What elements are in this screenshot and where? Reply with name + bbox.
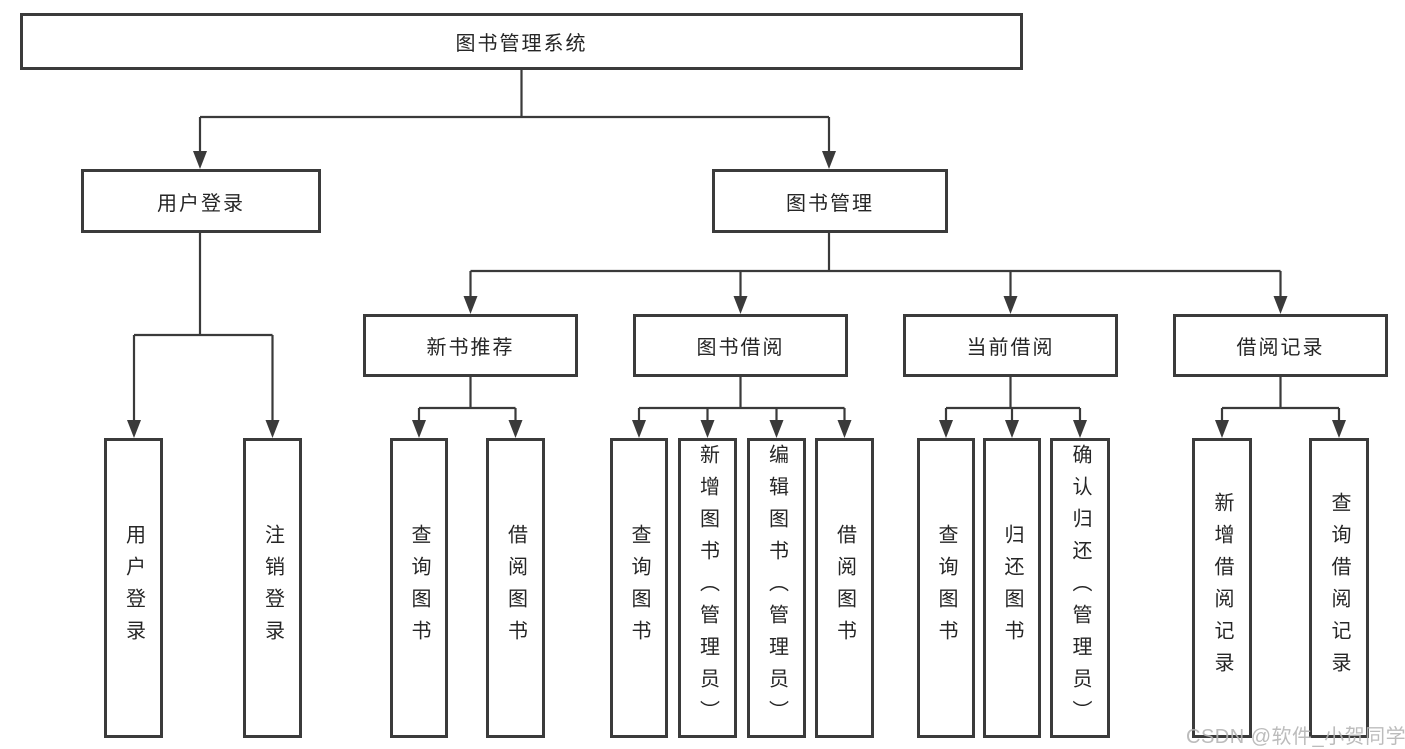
leaf-add-borrow-record: 新增借阅记录 (1192, 438, 1252, 738)
connector-paths (132, 70, 1341, 424)
leaf-logout: 注销登录 (243, 438, 302, 738)
node-root-system: 图书管理系统 (20, 13, 1023, 70)
leaf-borrow-books-borrowing: 借阅图书 (815, 438, 874, 738)
node-user-login: 用户登录 (81, 169, 321, 233)
leaf-query-books-recommend: 查询图书 (390, 438, 448, 738)
node-book-borrowing: 图书借阅 (633, 314, 848, 377)
leaf-return-books: 归还图书 (983, 438, 1041, 738)
leaf-query-books-current: 查询图书 (917, 438, 975, 738)
node-borrowing-records: 借阅记录 (1173, 314, 1388, 377)
leaf-borrow-books-recommend: 借阅图书 (486, 438, 545, 738)
leaf-add-books-admin: 新增图书（管理员） (678, 438, 737, 738)
node-new-book-recommend: 新书推荐 (363, 314, 578, 377)
leaf-query-borrow-record: 查询借阅记录 (1309, 438, 1369, 738)
arrowheads (127, 151, 1346, 438)
leaf-user-login: 用户登录 (104, 438, 163, 738)
leaf-edit-books-admin: 编辑图书（管理员） (747, 438, 806, 738)
leaf-confirm-return-admin: 确认归还（管理员） (1050, 438, 1110, 738)
node-book-management: 图书管理 (712, 169, 948, 233)
leaf-query-books-borrowing: 查询图书 (610, 438, 668, 738)
csdn-watermark: CSDN @软件_小贺同学 (1186, 726, 1405, 748)
node-current-borrowing: 当前借阅 (903, 314, 1118, 377)
